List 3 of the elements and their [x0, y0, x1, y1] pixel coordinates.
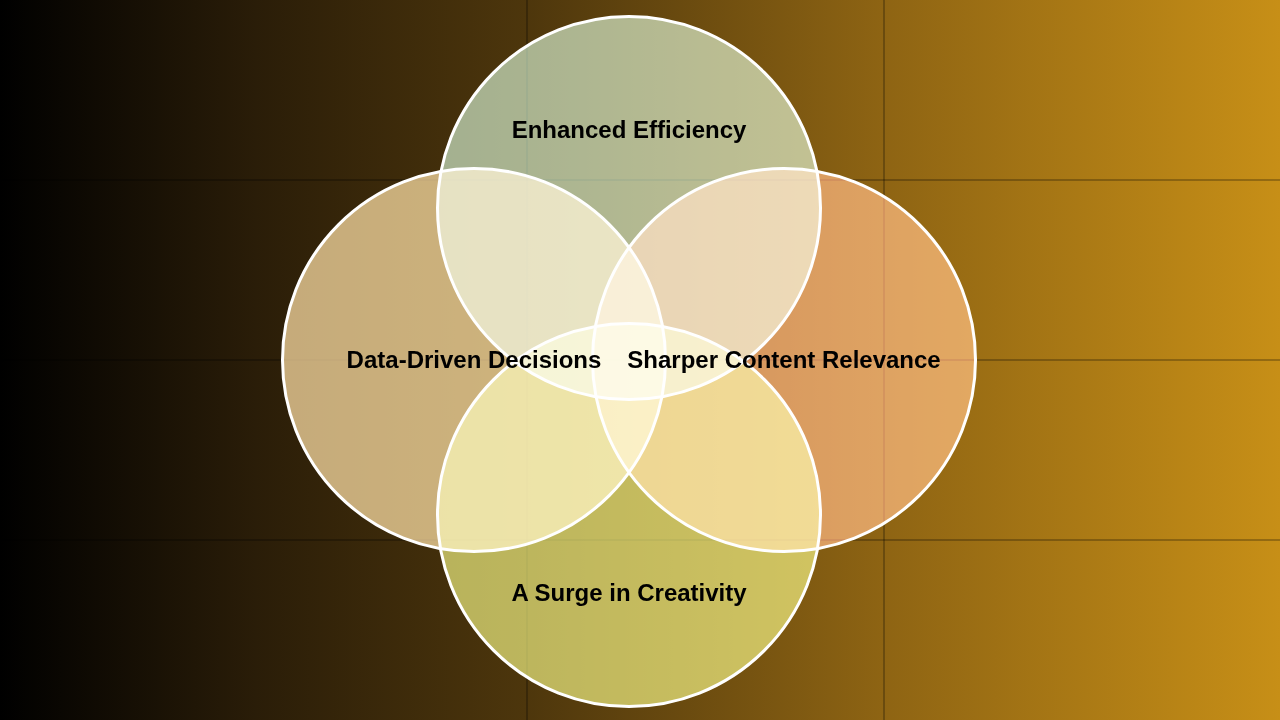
- circle-label: A Surge in Creativity: [511, 579, 747, 607]
- circle-label: Enhanced Efficiency: [511, 116, 747, 144]
- circle-label: Data-Driven Decisions: [346, 346, 602, 374]
